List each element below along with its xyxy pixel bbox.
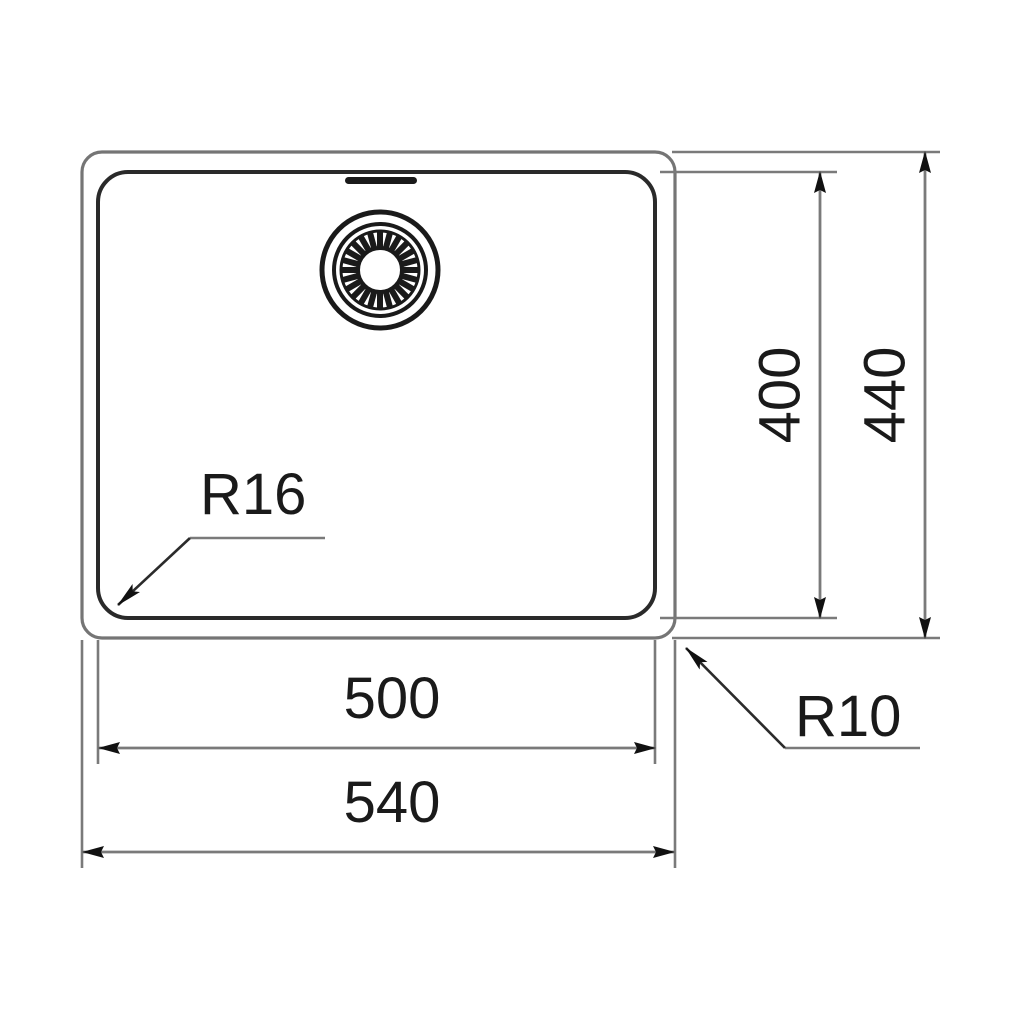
dimension-label-500: 500 xyxy=(344,666,441,731)
radius-callout-outer: R10 xyxy=(685,647,920,750)
sink-outer-rim xyxy=(80,150,677,640)
dimension-width-outer: 540 xyxy=(82,770,675,858)
radius-label-r16: R16 xyxy=(200,462,306,527)
drain-mid-ring xyxy=(332,222,428,318)
drain-outer-ring xyxy=(319,209,441,331)
dimension-width-inner: 500 xyxy=(98,666,656,754)
dimension-label-440: 440 xyxy=(852,347,917,444)
leader-line-r10-diagonal xyxy=(685,647,786,749)
radius-label-r10: R10 xyxy=(795,684,901,749)
dimension-label-400: 400 xyxy=(747,347,812,444)
dimension-height-outer: 440 xyxy=(852,151,931,639)
overflow-slot xyxy=(345,177,417,184)
drain-strainer xyxy=(319,209,441,331)
dimension-height-inner: 400 xyxy=(747,171,826,619)
leader-line-r16-diagonal xyxy=(117,537,191,606)
sink-inner-basin xyxy=(96,170,657,620)
radius-callout-inner: R16 xyxy=(117,462,325,606)
dimension-label-540: 540 xyxy=(344,770,441,835)
drain-strainer-slots xyxy=(341,231,419,309)
